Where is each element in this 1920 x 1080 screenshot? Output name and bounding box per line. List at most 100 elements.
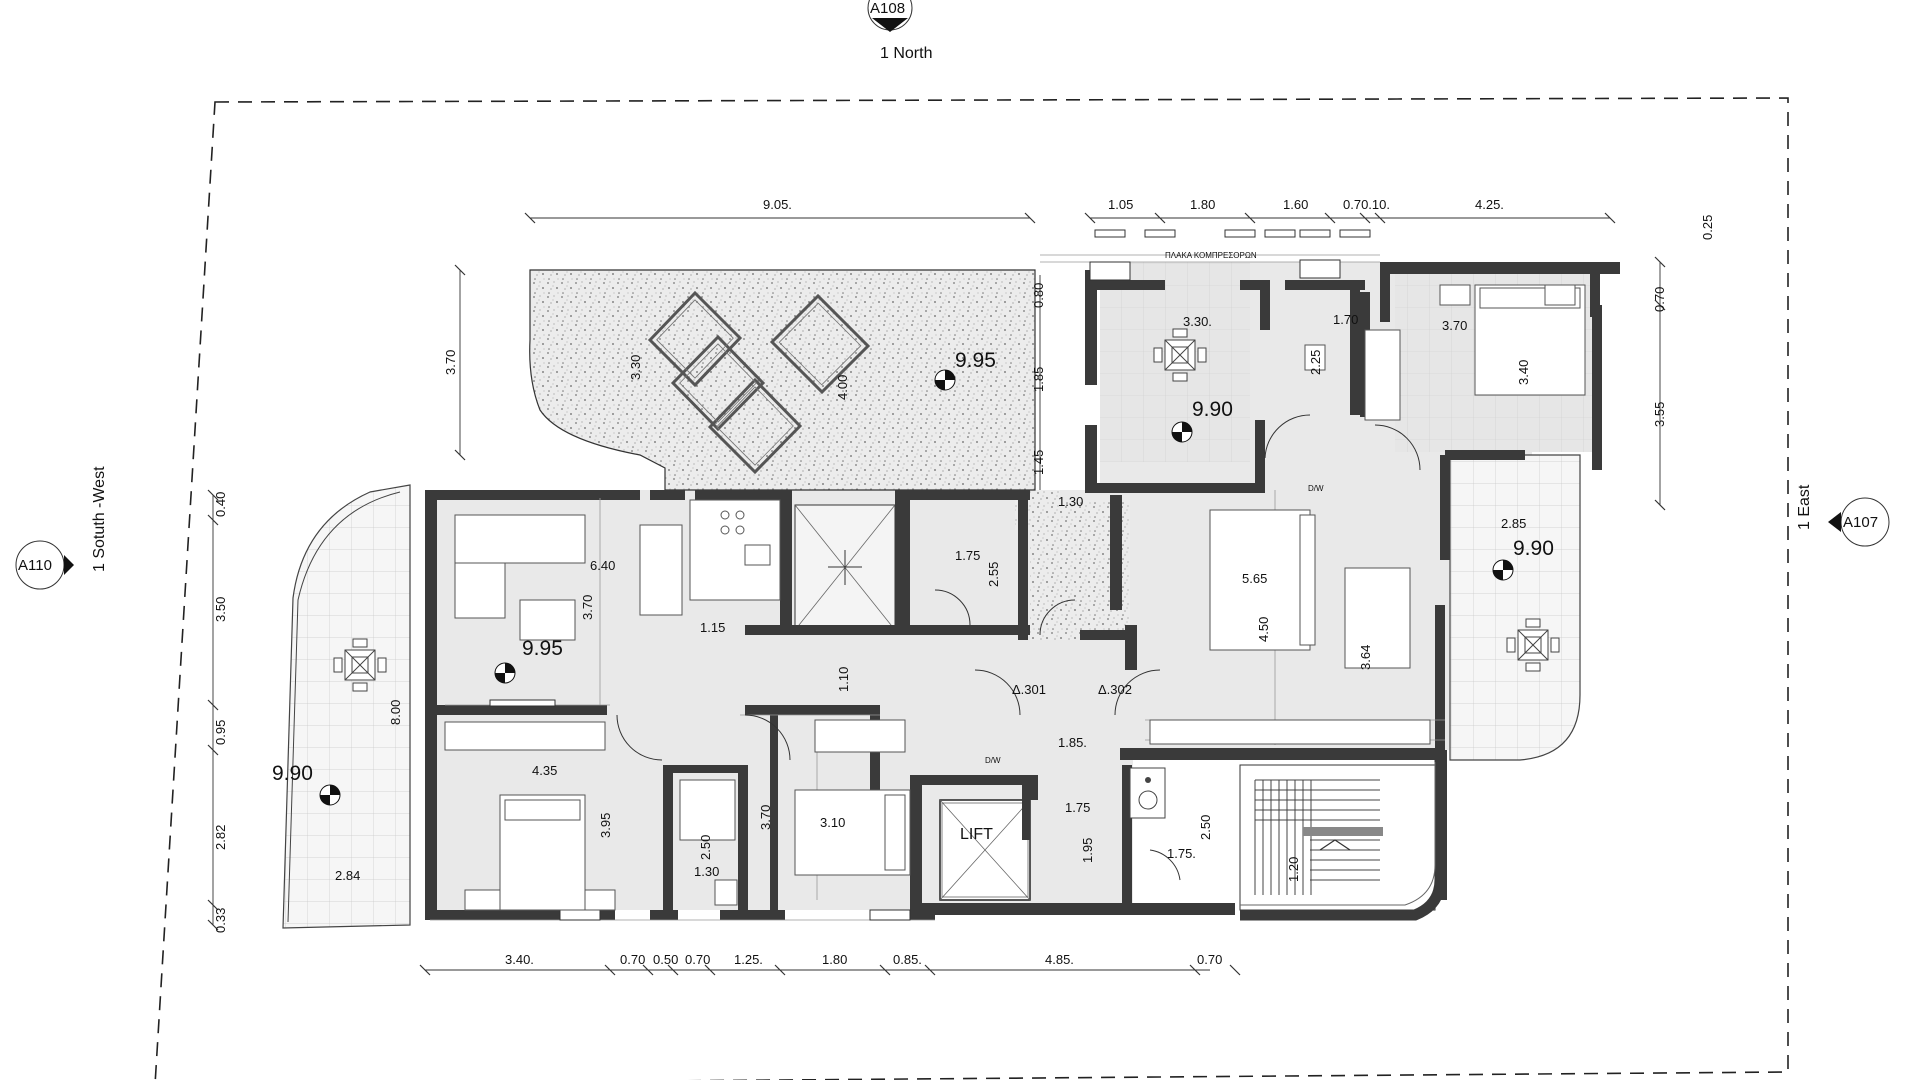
view-label-north: 1 North (880, 45, 932, 62)
dimension-label-bed-370: 3.70 (1442, 318, 1467, 333)
dimension-label-liv2-565: 5.65 (1242, 571, 1267, 586)
dimension-label-east-ref: A107 (1843, 514, 1878, 531)
dimension-label-bot-485: 4.85. (1045, 952, 1074, 967)
dimension-label-h-130: 1.30 (1058, 494, 1083, 509)
dimension-label-l-282: 2.82 (213, 825, 228, 850)
dimension-label-bath-130: 1.30 (694, 864, 719, 879)
dimension-label-top-160: 1.60 (1283, 197, 1308, 212)
stair-inner-line (1240, 762, 1436, 906)
stair-curved-wall (1240, 760, 1446, 921)
dimension-label-bot-070b: 0.70 (685, 952, 710, 967)
dimension-label-bed-340: 3.40 (1516, 360, 1531, 385)
view-ref-north: A108 (867, 0, 913, 32)
dimension-label-bot-085: 0.85. (893, 952, 922, 967)
roof-terrace (529, 269, 1036, 491)
terrace-planters (647, 290, 871, 475)
dimension-label-liv2-364: 3.64 (1358, 645, 1373, 670)
dimension-label-v-080: 0.80 (1031, 283, 1046, 308)
dw-label-west: D/W (985, 756, 1001, 765)
dimension-label-ne-330: 3.30. (1183, 314, 1212, 329)
level-living-west: 9.95 (522, 637, 563, 660)
dimension-label-top-105: 1.05 (1108, 197, 1133, 212)
dimension-label-v-185: 1.85 (1031, 367, 1046, 392)
dimension-label-l-033: 0.33 (213, 908, 228, 933)
lift-label: LIFT (960, 826, 993, 843)
view-ref-east: A107 (1828, 497, 1890, 547)
windows (489, 229, 1371, 921)
dimension-label-bath-250: 2.50 (698, 835, 713, 860)
dimension-label-bed1-395: 3.95 (598, 813, 613, 838)
dimension-label-lob-195: 1.95 (1080, 838, 1095, 863)
apartment-302-label: Δ.302 (1098, 682, 1132, 697)
terrace-planters-inner (656, 299, 862, 466)
dimension-label-terr-400: 4.00 (835, 375, 850, 400)
dimension-label-stair-175: 1.75. (1167, 846, 1196, 861)
shaft-void (794, 504, 896, 631)
dimension-label-top-180: 1.80 (1190, 197, 1215, 212)
dimension-label-liv2-450: 4.50 (1256, 617, 1271, 642)
dimension-label-lob-175: 1.75 (1065, 800, 1090, 815)
door-swings (616, 414, 1421, 881)
level-terrace: 9.95 (955, 349, 996, 372)
dimension-label-bot-070a: 0.70 (620, 952, 645, 967)
dimension-label-bot-180: 1.80 (822, 952, 847, 967)
level-bedroom-ne: 9.90 (1192, 398, 1233, 421)
dimension-label-terr-330: 3.30 (628, 355, 643, 380)
dimension-lines (212, 217, 1661, 971)
stairwell (1239, 764, 1436, 911)
compressor-label: ΠΛΑΚΑ ΚΟΜΠΡΕΣΟΡΩΝ (1165, 251, 1257, 260)
dimension-label-bal-800: 8.00 (388, 700, 403, 725)
dw-label-east: D/W (1308, 484, 1324, 493)
outdoor-table-sets (333, 328, 1560, 692)
dimension-label-wc-170: 1.70 (1333, 312, 1358, 327)
level-balcony-east: 9.90 (1513, 537, 1554, 560)
dimension-labels-vertical: 0.25 3.70 3.30 4.00 0.80 1.85 1.45 2.25 … (213, 215, 1715, 933)
east-balcony (1449, 454, 1581, 761)
dimension-label-top-905: 9.05. (763, 197, 792, 212)
dimension-label-top-025: 0.25 (1700, 215, 1715, 240)
west-balcony (282, 484, 411, 929)
lift: LIFT (939, 799, 1031, 901)
dimension-label-r-355: 3.55 (1652, 402, 1667, 427)
dimension-label-lob-185: 1.85. (1058, 735, 1087, 750)
dimension-label-v-145: 1.45 (1031, 450, 1046, 475)
dimension-label-north-ref: A108 (870, 0, 905, 17)
dimension-label-l-040: 0.40 (213, 492, 228, 517)
dimension-label-stair-250: 2.50 (1198, 815, 1213, 840)
dimension-label-wc-225: 2.25 (1308, 350, 1323, 375)
dimension-label-r-070: 0.70 (1652, 287, 1667, 312)
dimension-label-south-west-ref: A110 (18, 557, 52, 574)
view-ref-south-west: A110 (15, 540, 74, 590)
dimension-label-bal-285: 2.85 (1501, 516, 1526, 531)
wheelchair-icon (1129, 767, 1166, 819)
dimension-label-wc2-255: 2.55 (986, 562, 1001, 587)
dimension-label-top-070-10: 0.70.10. (1343, 197, 1390, 212)
dimension-label-bot-050: 0.50 (653, 952, 678, 967)
dimension-label-bot-340: 3.40. (505, 952, 534, 967)
west-balcony-rail (287, 491, 401, 923)
dimension-label-bal-284: 2.84 (335, 868, 360, 883)
dimension-label-l-095: 0.95 (213, 720, 228, 745)
dimension-label-bed2-370: 3.70 (758, 805, 773, 830)
site-boundary (154, 97, 1789, 1080)
dimension-label-bed2-310: 3.10 (820, 815, 845, 830)
dimension-label-liv-115: 1.15 (700, 620, 725, 635)
dimension-labels: 9.05. 1.05 1.80 1.60 0.70.10. 4.25. 1.30… (335, 197, 1526, 967)
dimension-label-liv-370: 3.70 (580, 595, 595, 620)
furniture (444, 284, 1586, 911)
apartment-301-label: Δ.301 (1012, 682, 1046, 697)
dimension-label-bot-125: 1.25. (734, 952, 763, 967)
view-label-south-west: 1 Sotuth -West (91, 466, 108, 572)
level-balcony-west: 9.90 (272, 762, 313, 785)
level-markers (319, 369, 1514, 806)
dimension-label-l-350: 3.50 (213, 597, 228, 622)
dimension-label-top-425: 4.25. (1475, 197, 1504, 212)
dimension-label-bed1-435: 4.35 (532, 763, 557, 778)
dimension-label-stair-120: 1.20 (1286, 857, 1301, 882)
dimension-label-corr-110: 1.10 (836, 667, 851, 692)
dimension-label-liv-640: 6.40 (590, 558, 615, 573)
dimension-label-bot-070c: 0.70 (1197, 952, 1222, 967)
dimension-label-left-370: 3.70 (443, 350, 458, 375)
dimension-label-wc2-175: 1.75 (955, 548, 980, 563)
